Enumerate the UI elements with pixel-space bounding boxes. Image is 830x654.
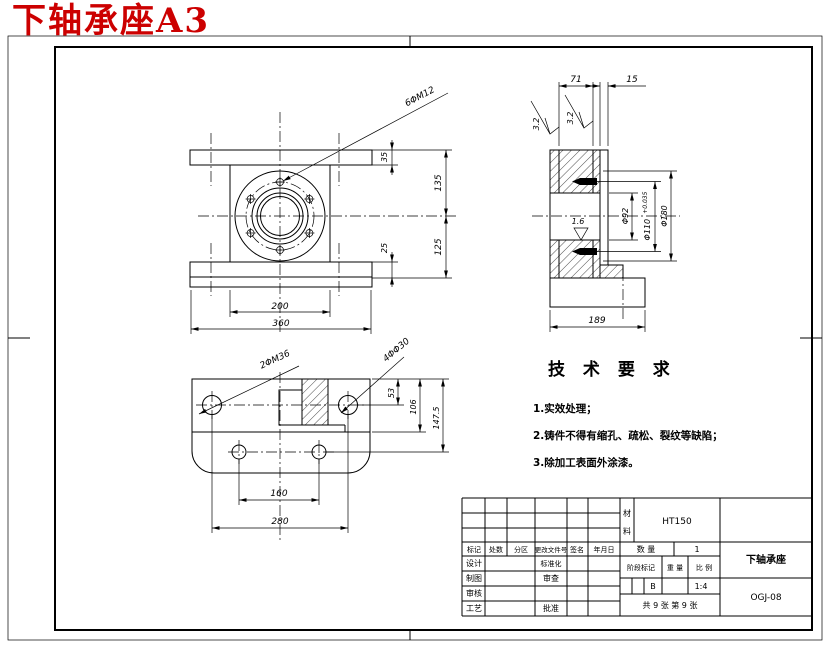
- roughness-symbols: 3.2 3.2 1.6: [530, 94, 594, 241]
- tech-req-title: 技 术 要 求: [548, 359, 676, 380]
- section-dims-top: 71 15: [558, 75, 646, 146]
- front-dims-right: 35 25 135 125: [372, 140, 452, 287]
- material-label-1: 材: [623, 508, 631, 518]
- sheet-frame: [7, 35, 823, 641]
- col-zone: 分区: [514, 545, 528, 554]
- groove-arrows: [572, 178, 661, 255]
- dim-200: 200: [271, 302, 288, 312]
- sheet-title: 下轴承座A3: [12, 1, 210, 41]
- front-top-plate: [189, 149, 373, 166]
- col-sign: 签名: [570, 545, 584, 554]
- col-date: 年月日: [594, 545, 615, 554]
- row-design: 设计: [466, 558, 482, 568]
- tech-req-item-3: 3.除加工表面外涂漆。: [533, 456, 639, 469]
- leader-line-d30: [340, 356, 405, 414]
- front-bottom-plate: [189, 261, 373, 288]
- dim-360: 360: [272, 319, 289, 329]
- roughness-icon: [530, 100, 560, 135]
- section-dims-right: Φ92 Φ110 +0.035 Φ180: [603, 170, 677, 262]
- stage-label: 阶段标记: [627, 563, 655, 572]
- part-name: 下轴承座: [746, 553, 786, 566]
- scale-value: 1:4: [695, 582, 708, 591]
- row-check: 审核: [466, 588, 482, 598]
- dim-280: 280: [271, 517, 288, 527]
- dim-d110-tol: +0.035: [642, 191, 649, 213]
- section-face-plate: [599, 149, 609, 266]
- leader-line-m36: [198, 365, 300, 415]
- material-value: HT150: [662, 517, 692, 527]
- dim-125: 125: [434, 238, 444, 255]
- dim-25: 25: [380, 243, 389, 253]
- drawing-number: OGJ-08: [750, 593, 781, 603]
- row-review: 审查: [543, 573, 559, 583]
- inner-frame: [54, 46, 813, 631]
- qty-value: 1: [694, 545, 699, 554]
- title-block-grid-v: [461, 498, 813, 616]
- tech-req-item-1: 1.实效处理；: [533, 402, 597, 415]
- bottom-hatch: [301, 378, 329, 426]
- leader-line-m12: [282, 92, 449, 182]
- dim-d92: Φ92: [621, 208, 630, 224]
- tech-requirements: 技 术 要 求 1.实效处理； 2.铸件不得有缩孔、疏松、裂纹等缺陷； 3.除加…: [533, 359, 723, 469]
- roughness-3_2-b: 3.2: [566, 112, 575, 125]
- outer-frame: [7, 35, 823, 641]
- stage-value: B: [650, 582, 656, 591]
- front-dims-bottom: 200 360: [190, 290, 372, 334]
- roughness-3_2-a: 3.2: [532, 118, 541, 131]
- bottom-view: 2ΦM36 4ΦΦ30 53 106 147.5 160 280: [191, 336, 449, 540]
- row-approve: 批准: [543, 603, 559, 613]
- title-block-grid-h: [462, 497, 812, 617]
- tech-req-item-2: 2.铸件不得有缩孔、疏松、裂纹等缺陷；: [533, 429, 723, 442]
- section-hatch-step: [599, 264, 624, 279]
- front-bolt-holes: [245, 177, 315, 255]
- row-process: 工艺: [466, 604, 482, 613]
- dim-15: 15: [626, 75, 638, 85]
- bottom-leader-d30: 4ΦΦ30: [381, 336, 412, 364]
- section-hatch-top: [549, 149, 601, 194]
- row-std: 标准化: [541, 559, 562, 568]
- title-block: 标记 处数 分区 更改文件号 签名 年月日 设计 制图 审核 工艺 标准化 审查…: [461, 497, 813, 617]
- dim-53: 53: [387, 388, 396, 398]
- roughness-1_6: 1.6: [572, 217, 585, 226]
- dim-106: 106: [409, 399, 418, 414]
- roughness-icon: [564, 94, 594, 129]
- qty-label: 数 量: [637, 544, 656, 554]
- dim-d110: Φ110: [643, 219, 652, 241]
- col-mark: 标记: [467, 545, 481, 554]
- dim-189: 189: [588, 316, 605, 326]
- bottom-dims-bottom: 160 280: [211, 414, 349, 533]
- section-view: 71 15 3.2 3.2 1.6 Φ92 Φ110 +0.035: [530, 75, 680, 332]
- roughness-icon: [573, 227, 589, 241]
- front-view: 6ΦM12 35 25 135 125: [189, 85, 458, 335]
- dim-135: 135: [434, 174, 444, 191]
- col-file: 更改文件号: [535, 545, 568, 554]
- dim-160: 160: [270, 489, 287, 499]
- col-count: 处数: [489, 545, 503, 554]
- bottom-leader-m36: 2ΦM36: [259, 349, 293, 372]
- section-dim-bottom: 189: [549, 310, 646, 332]
- row-draft: 制图: [466, 573, 482, 583]
- scale-label: 比 例: [696, 563, 712, 572]
- sheet-info: 共 9 张 第 9 张: [643, 600, 698, 610]
- bottom-outline: [191, 378, 371, 474]
- dim-35: 35: [380, 152, 389, 162]
- front-leader-label: 6ΦM12: [404, 85, 437, 109]
- dim-d180: Φ180: [660, 205, 669, 227]
- weight-label: 重 量: [667, 564, 683, 572]
- dim-147_5: 147.5: [432, 407, 441, 430]
- dim-71: 71: [570, 75, 581, 85]
- svg-text:Φ110 +0.035: Φ110 +0.035: [635, 191, 654, 240]
- bottom-dims-right: 53 106 147.5: [326, 378, 449, 453]
- material-label-2: 料: [623, 526, 631, 536]
- section-base: [549, 277, 646, 308]
